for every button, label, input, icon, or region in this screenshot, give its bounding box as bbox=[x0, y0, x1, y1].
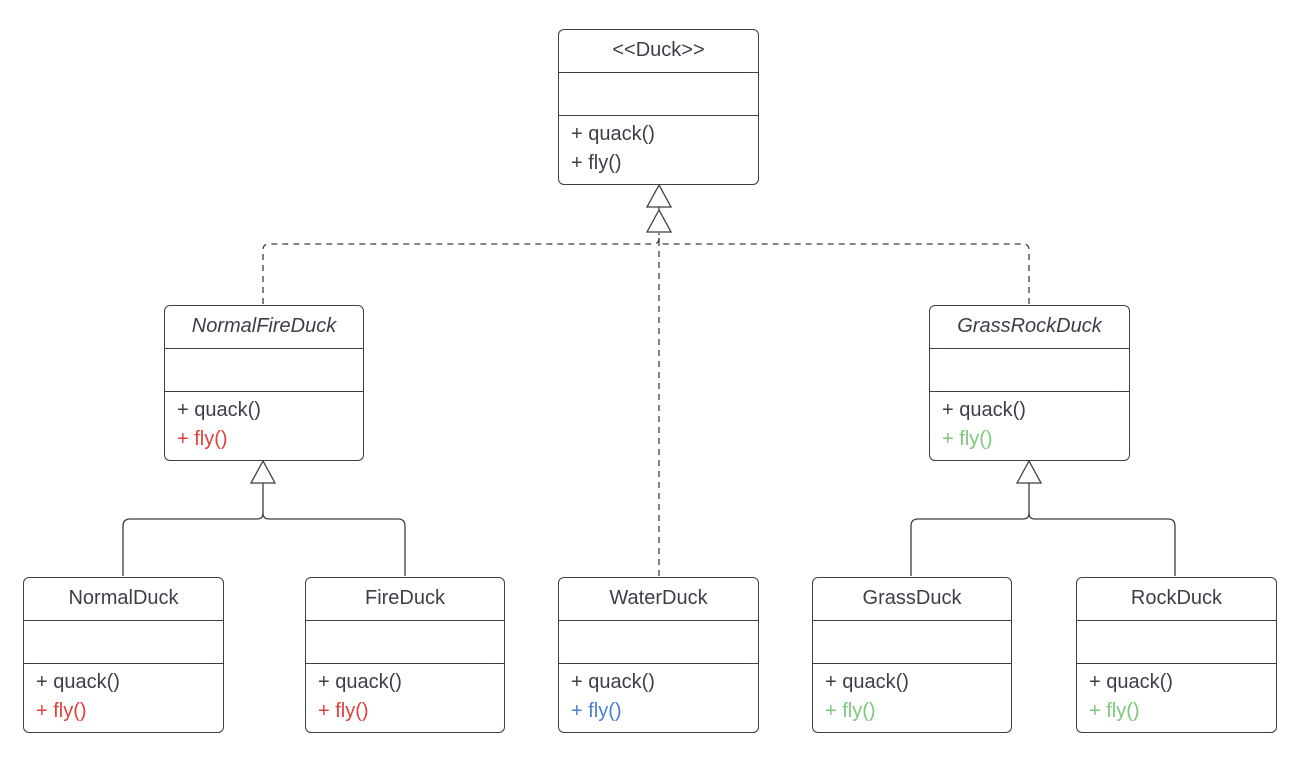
attributes-section bbox=[559, 621, 758, 664]
generalization-arrowhead-normalfireduck bbox=[249, 459, 277, 484]
op-quack: + quack() bbox=[1089, 671, 1173, 693]
op-quack: + quack() bbox=[571, 123, 655, 145]
attributes-section bbox=[306, 621, 504, 664]
class-rockduck[interactable]: RockDuck + quack() + fly() bbox=[1076, 577, 1277, 733]
op-quack: + quack() bbox=[825, 671, 909, 693]
op-quack: + quack() bbox=[177, 399, 261, 421]
class-waterduck[interactable]: WaterDuck + quack() + fly() bbox=[558, 577, 759, 733]
op-fly: + fly() bbox=[318, 700, 369, 722]
generalization-line-grassduck bbox=[910, 483, 1030, 576]
class-name: NormalFireDuck bbox=[165, 306, 363, 349]
class-grassduck[interactable]: GrassDuck + quack() + fly() bbox=[812, 577, 1012, 733]
class-name: GrassRockDuck bbox=[930, 306, 1129, 349]
attributes-section bbox=[1077, 621, 1276, 664]
op-fly: + fly() bbox=[825, 700, 876, 722]
realization-line-normalfireduck bbox=[262, 233, 660, 304]
class-name: NormalDuck bbox=[24, 578, 223, 621]
op-fly: + fly() bbox=[571, 700, 622, 722]
attributes-section bbox=[813, 621, 1011, 664]
attributes-section bbox=[24, 621, 223, 664]
realization-line-grassrockduck bbox=[658, 237, 1030, 304]
class-name: FireDuck bbox=[306, 578, 504, 621]
class-duck[interactable]: <<Duck>> + quack() + fly() bbox=[558, 29, 759, 185]
class-grassrockduck[interactable]: GrassRockDuck + quack() + fly() bbox=[929, 305, 1130, 461]
operations-section: + quack() + fly() bbox=[24, 664, 223, 726]
class-name: <<Duck>> bbox=[559, 30, 758, 73]
class-normalfireduck[interactable]: NormalFireDuck + quack() + fly() bbox=[164, 305, 364, 461]
class-fireduck[interactable]: FireDuck + quack() + fly() bbox=[305, 577, 505, 733]
op-fly: + fly() bbox=[177, 428, 228, 450]
op-quack: + quack() bbox=[36, 671, 120, 693]
generalization-line-rockduck bbox=[1028, 512, 1176, 576]
class-name: GrassDuck bbox=[813, 578, 1011, 621]
operations-section: + quack() + fly() bbox=[1077, 664, 1276, 726]
attributes-section bbox=[930, 349, 1129, 392]
class-name: RockDuck bbox=[1077, 578, 1276, 621]
class-normalduck[interactable]: NormalDuck + quack() + fly() bbox=[23, 577, 224, 733]
operations-section: + quack() + fly() bbox=[559, 116, 758, 178]
realization-arrowhead-lower bbox=[645, 208, 673, 233]
op-quack: + quack() bbox=[942, 399, 1026, 421]
operations-section: + quack() + fly() bbox=[930, 392, 1129, 454]
op-quack: + quack() bbox=[318, 671, 402, 693]
operations-section: + quack() + fly() bbox=[559, 664, 758, 726]
op-fly: + fly() bbox=[942, 428, 993, 450]
generalization-line-fireduck bbox=[262, 512, 406, 576]
operations-section: + quack() + fly() bbox=[813, 664, 1011, 726]
op-quack: + quack() bbox=[571, 671, 655, 693]
operations-section: + quack() + fly() bbox=[165, 392, 363, 454]
class-name: WaterDuck bbox=[559, 578, 758, 621]
attributes-section bbox=[559, 73, 758, 116]
attributes-section bbox=[165, 349, 363, 392]
operations-section: + quack() + fly() bbox=[306, 664, 504, 726]
realization-arrowhead-upper bbox=[645, 183, 673, 208]
generalization-arrowhead-grassrockduck bbox=[1015, 459, 1043, 484]
op-fly: + fly() bbox=[1089, 700, 1140, 722]
generalization-line-normalduck bbox=[122, 483, 264, 576]
op-fly: + fly() bbox=[36, 700, 87, 722]
op-fly: + fly() bbox=[571, 152, 622, 174]
